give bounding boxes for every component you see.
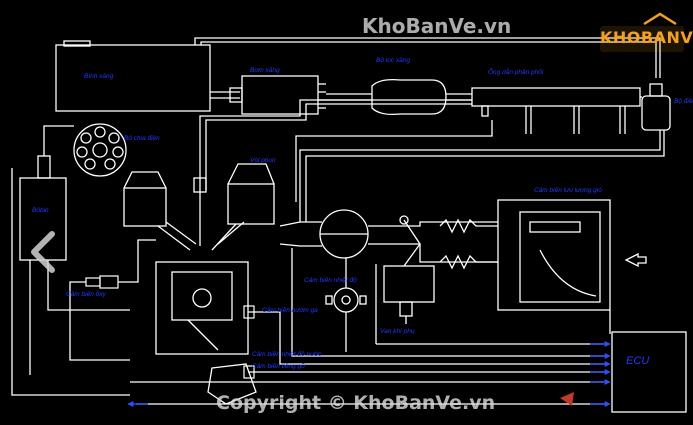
engine-block	[123, 163, 275, 405]
label-throttle-sensor: Cảm biến bướm ga	[262, 306, 318, 314]
fuel-tank	[55, 40, 211, 112]
pump-to-filter-line	[326, 93, 372, 101]
throttle-springs	[439, 218, 498, 270]
fuel-rail	[471, 87, 641, 134]
watermark-top: KhoBanVe.vn	[362, 14, 512, 38]
intake-manifold	[279, 209, 498, 263]
air-flow-meter	[497, 199, 611, 311]
injector-feed-line	[199, 99, 472, 190]
fuel-pump	[229, 75, 326, 115]
label-o2-sensor: Cảm biến ôxy	[66, 290, 106, 298]
label-idle-valve: Van khí phụ	[380, 328, 415, 335]
ecu-wiring	[69, 239, 611, 405]
label-injector: Vòi phun	[250, 157, 276, 164]
vacuum-lines	[295, 120, 665, 352]
chevron-left-icon[interactable]	[26, 228, 66, 276]
coil-wiring	[11, 168, 130, 396]
ecu-box	[611, 331, 687, 413]
sensor-markers	[85, 275, 574, 406]
throttle-position-sensor	[325, 258, 367, 313]
fuel-feed-line	[210, 91, 240, 99]
label-fuel-filter: Bộ lọc xăng	[376, 57, 410, 64]
distributor	[73, 123, 127, 177]
label-ignition-coil: Bôbin	[32, 207, 49, 214]
label-fuel-rail: Ống dẫn phân phối	[488, 67, 544, 76]
label-coolant-sensor: Cảm biến nhiệt độ nước	[252, 350, 322, 358]
logo-text: KHOBANVE	[600, 28, 693, 47]
pressure-regulator	[640, 83, 671, 131]
label-distributor: Bộ chia điện	[124, 135, 160, 142]
khobanve-logo[interactable]	[598, 10, 686, 54]
label-fuel-pump: Bơm xăng	[250, 67, 280, 74]
label-fuel-tank: Bình xăng	[84, 73, 114, 80]
label-ecu: ECU	[626, 355, 649, 367]
fuel-filter	[371, 78, 472, 116]
fuel-return-line	[194, 37, 661, 78]
label-regulator: Bộ điều áp	[674, 96, 693, 105]
ecu-input-arrows	[127, 341, 611, 407]
watermark-bottom: Copyright © KhoBanVe.vn	[216, 392, 496, 414]
label-air-flow-meter: Cảm biến lưu lượng gió	[534, 186, 602, 194]
label-knock-sensor: Cảm biến tiếng gõ	[252, 362, 305, 370]
label-temp-sensor: Cảm biến nhiệt độ	[304, 276, 357, 284]
air-inlet-arrow	[624, 252, 647, 268]
idle-air-valve	[383, 215, 435, 324]
